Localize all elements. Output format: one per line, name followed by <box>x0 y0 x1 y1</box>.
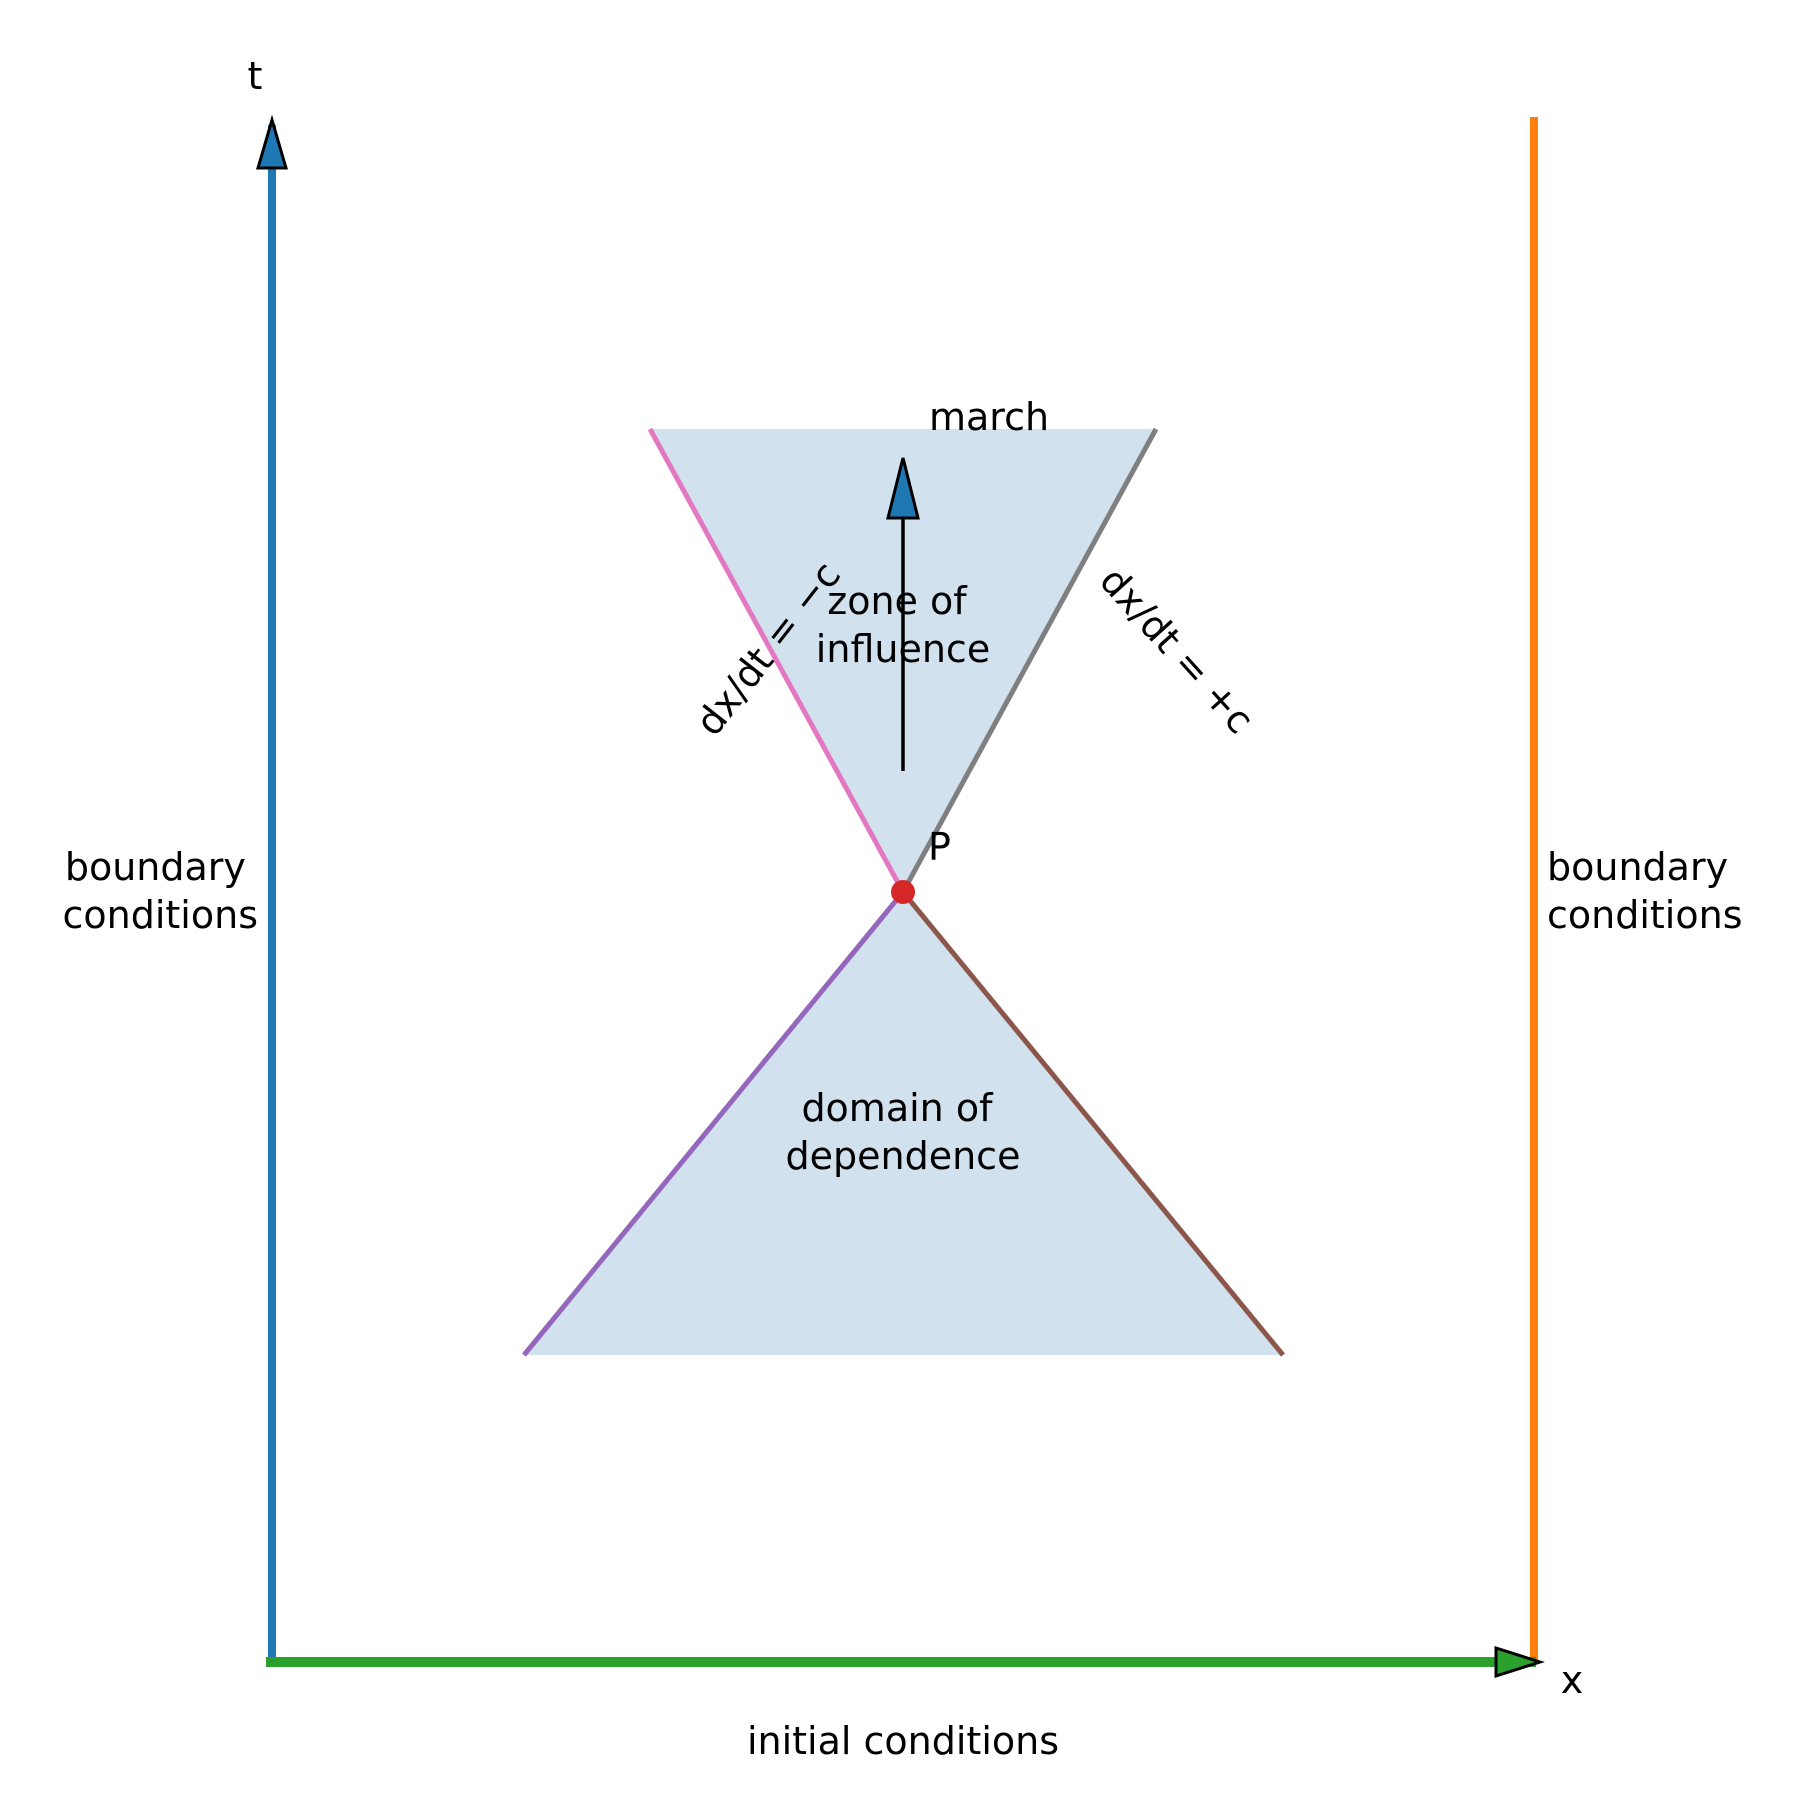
characteristic-plus-label: dx/dt = +c <box>1091 559 1262 742</box>
zone-of-influence-label: zone of influence <box>816 579 990 671</box>
boundary-left-line-2: conditions <box>63 893 259 937</box>
point-p-label: P <box>928 825 951 869</box>
initial-conditions-label: initial conditions <box>747 1719 1059 1763</box>
march-arrow-head <box>886 457 920 520</box>
march-label: march <box>929 395 1049 439</box>
domain-of-dependence-label: domain of dependence <box>786 1086 1021 1178</box>
boundary-right-line-2: conditions <box>1547 893 1743 937</box>
characteristic-upper-right <box>900 427 1159 894</box>
boundary-right-line-1: boundary <box>1547 845 1728 889</box>
t-axis-label: t <box>248 54 263 98</box>
boundary-right-label: boundary conditions <box>1547 845 1743 937</box>
domain-of-dependence-line-2: dependence <box>786 1134 1021 1178</box>
zone-of-influence-line-2: influence <box>816 627 990 671</box>
characteristic-lower-left <box>522 890 905 1357</box>
x-axis-arrowhead <box>1494 1645 1545 1679</box>
characteristic-lower-right <box>901 890 1285 1357</box>
point-p-marker <box>891 880 915 904</box>
domain-of-dependence-line-1: domain of <box>801 1086 994 1130</box>
domain-of-dependence-region <box>524 892 1283 1355</box>
zone-of-influence-line-1: zone of <box>827 579 968 623</box>
t-axis-arrowhead <box>256 114 288 170</box>
x-axis-label: x <box>1561 1658 1584 1702</box>
characteristic-upper-left <box>647 427 906 894</box>
boundary-left-label: boundary conditions <box>63 845 259 937</box>
boundary-left-line-1: boundary <box>65 845 246 889</box>
